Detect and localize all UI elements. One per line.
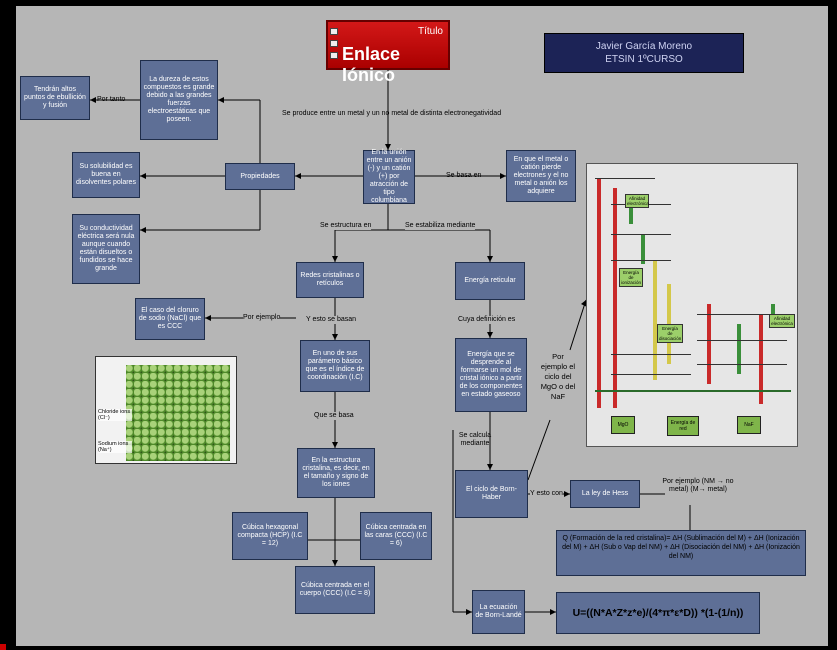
label-se-calcula: Se calcula mediante [458, 432, 492, 447]
corner-marker [0, 644, 6, 650]
label-se-estructura: Se estructura en [320, 222, 372, 230]
naf-label: NaF [737, 416, 761, 434]
node-energia-def: Energía que se desprende al formarse un … [455, 338, 527, 412]
label-por-ejemplo-ciclo: Por ejemplo el ciclo del MgO o del NaF [540, 352, 576, 401]
binder-ring-icon [330, 40, 338, 47]
node-hcp: Cúbica hexagonal compacta (HCP) (I.C = 1… [232, 512, 308, 560]
node-solubilidad: Su solubilidad es buena en disolventes p… [72, 152, 140, 198]
energy-level [697, 340, 787, 341]
cycle-bar [597, 178, 601, 408]
cycle-tag: Afinidad electrónica [625, 194, 649, 208]
label-y-esto-basan: Y esto se basan [306, 316, 357, 324]
node-hess-formula: Q (Formación de la red cristalina)= ΔH (… [556, 530, 806, 576]
label-que-se-basa: Que se basa [314, 412, 354, 420]
label-se-basa-en: Se basa en [446, 172, 482, 179]
author-box: Javier García Moreno ETSIN 1ºCURSO [544, 33, 744, 73]
node-energia: Energía reticular [455, 262, 525, 300]
cycle-tag: Energía de ionización [619, 268, 643, 287]
cycle-bar [759, 314, 763, 404]
label-hess-ejemplo: Por ejemplo (NM → no metal) (M→ metal) [662, 478, 734, 493]
energy-level [611, 260, 671, 261]
label-cuya-def: Cuya definición es [458, 316, 516, 324]
node-ccc-caras: Cúbica centrada en las caras (CCC) (I.C … [360, 512, 432, 560]
label-produce: Se produce entre un metal y un no metal … [282, 110, 502, 117]
sodium-ions-label: Sodium ions (Na⁺) [98, 441, 132, 453]
born-haber-cycle-diagram: Energía de ionización Afinidad electróni… [586, 163, 798, 447]
node-estructura: En la estructura cristalina, es decir, e… [297, 448, 375, 498]
energy-level [595, 178, 655, 179]
node-redes: Redes cristalinas o retículos [296, 262, 364, 298]
node-cloruro: El caso del cloruro de sodio (NaCl) que … [135, 298, 205, 340]
node-ccc-cuerpo: Cúbica centrada en el cuerpo (CCC) (I.C … [295, 566, 375, 614]
cycle-bar [707, 304, 711, 384]
node-born-haber: El ciclo de Born-Haber [455, 470, 528, 518]
binder-ring-icon [330, 52, 338, 59]
cycle-bar [737, 324, 741, 374]
crystal-lattice-icon [126, 365, 230, 461]
energy-level [611, 354, 691, 355]
label-por-tanto: Por tanto [97, 96, 126, 103]
binder-ring-icon [330, 28, 338, 35]
mgo-label: MgO [611, 416, 635, 434]
author-name: Javier García Moreno [595, 41, 693, 52]
node-conductividad: Su conductividad eléctrica será nula aun… [72, 214, 140, 284]
label-y-esto-con: Y esto con [530, 490, 563, 498]
cycle-bar [629, 204, 633, 224]
lattice-energy-tag: Energía de red [667, 416, 699, 436]
energy-level [697, 364, 787, 365]
node-basa: En que el metal o catión pierde electron… [506, 150, 576, 202]
cycle-tag: Energía de disociación [657, 324, 683, 343]
node-puntos: Tendrán altos puntos de ebullición y fus… [20, 76, 90, 120]
node-hess: La ley de Hess [570, 480, 640, 508]
cycle-bar [613, 188, 617, 408]
node-dureza: La dureza de estos compuestos es grande … [140, 60, 218, 140]
cycle-tag: Afinidad electrónica [769, 314, 795, 328]
chloride-ions-label: Chloride ions (Cl⁻) [98, 409, 132, 421]
title-label: Título [417, 26, 443, 37]
node-propiedades: Propiedades [225, 163, 295, 190]
label-por-ejemplo: Por ejemplo [243, 314, 281, 322]
cycle-bar [641, 234, 645, 264]
node-unidad: En uno de sus parámetro básico que es el… [300, 340, 370, 392]
label-se-estabiliza: Se estabiliza mediante [405, 222, 476, 230]
node-born-lande: La ecuación de Born-Landé [472, 590, 525, 634]
born-lande-formula: U=((N*A*Z*z*e)/(4*π*ε*D)) *(1-(1/n)) [556, 592, 760, 634]
nacl-crystal-image: Chloride ions (Cl⁻) Sodium ions (Na⁺) [95, 356, 237, 464]
author-course: ETSIN 1ºCURSO [605, 54, 683, 65]
page-title: Enlace Iónico [342, 44, 401, 85]
node-center: En la unión entre un anión (-) y un cati… [363, 149, 415, 204]
title-box: Título Enlace Iónico [326, 20, 450, 85]
energy-level [697, 314, 787, 315]
energy-level [611, 234, 671, 235]
cycle-bar [653, 260, 657, 380]
energy-level [611, 374, 691, 375]
energy-level [595, 390, 791, 392]
